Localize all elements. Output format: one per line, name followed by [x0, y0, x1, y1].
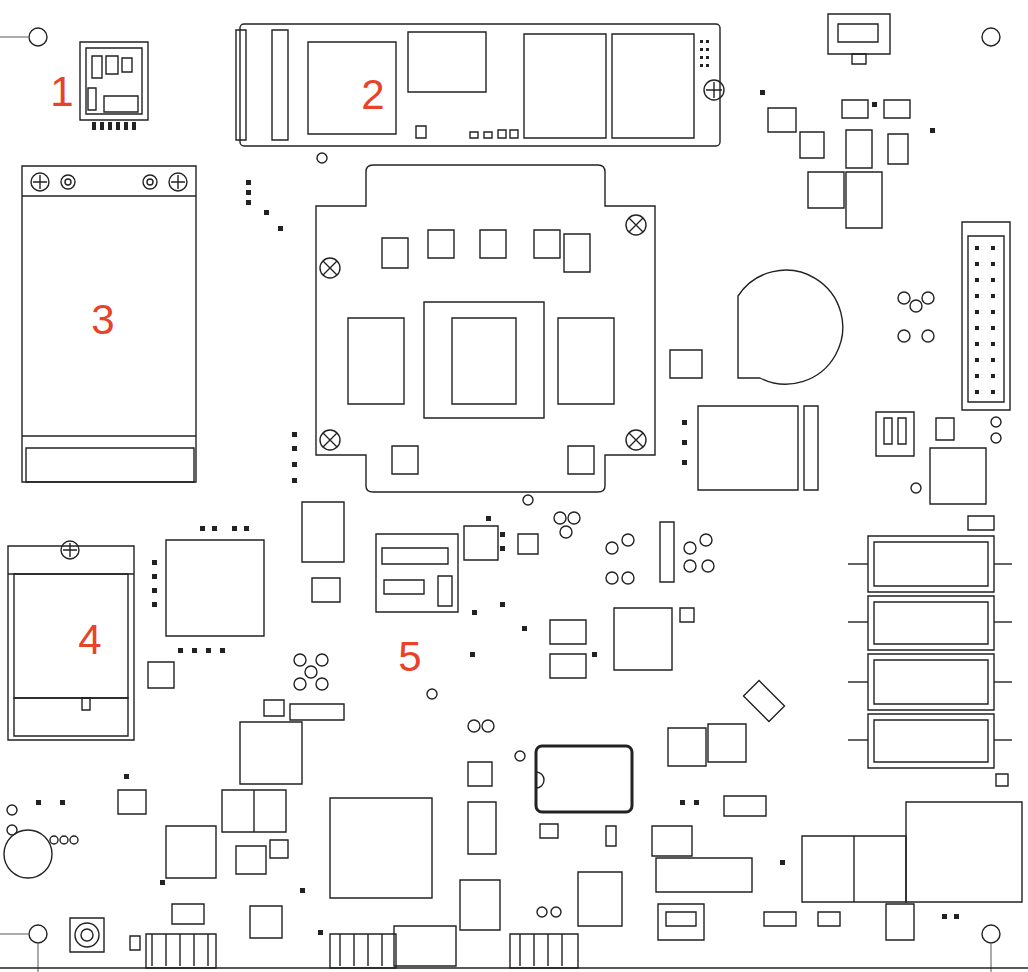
- callout-number: 2: [361, 74, 384, 116]
- callout-number: 3: [91, 299, 114, 341]
- callout-number: 5: [398, 636, 421, 678]
- callout-number: 1: [50, 71, 73, 113]
- callout-number: 4: [78, 619, 101, 661]
